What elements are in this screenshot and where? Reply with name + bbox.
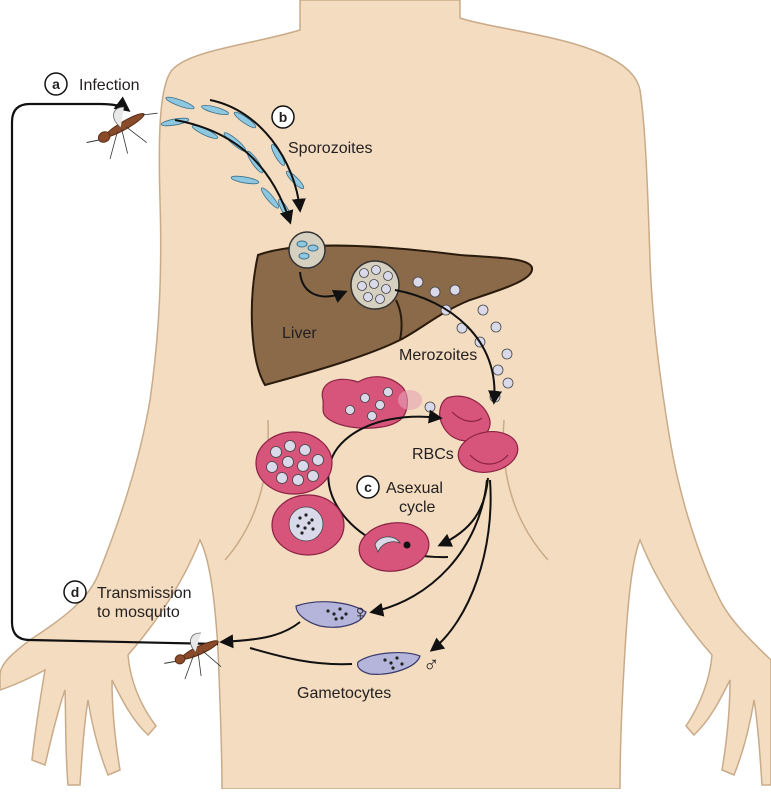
red-blood-cell bbox=[439, 395, 491, 442]
step-badge-c: c bbox=[356, 475, 380, 499]
label-sporozoites: Sporozoites bbox=[288, 140, 373, 157]
schizont-rbc bbox=[255, 431, 333, 495]
mosquito-icon bbox=[164, 632, 222, 680]
ring-stage-rbc bbox=[358, 522, 430, 572]
label-cycle: cycle bbox=[399, 499, 436, 516]
liver-development-arrow bbox=[299, 271, 348, 303]
female-symbol-icon: ♀ bbox=[352, 600, 369, 625]
label-to-mosquito: to mosquito bbox=[97, 604, 180, 621]
liver-schizont bbox=[350, 260, 400, 310]
step-badge-d: d bbox=[63, 580, 87, 604]
liver-shape bbox=[250, 244, 533, 387]
mosquito-icon bbox=[86, 106, 158, 160]
label-rbcs: RBCs bbox=[412, 446, 454, 463]
step-badge-b: b bbox=[271, 105, 295, 129]
merozoites-arrow bbox=[394, 289, 503, 405]
label-infection: Infection bbox=[79, 77, 139, 94]
label-gametocytes: Gametocytes bbox=[297, 685, 391, 702]
gametocyte-to-mosquito-arrow bbox=[219, 621, 301, 649]
gametocyte-arrow bbox=[429, 479, 492, 652]
svg-text:b: b bbox=[279, 109, 288, 125]
rupturing-rbc bbox=[321, 376, 422, 429]
red-blood-cell bbox=[457, 431, 519, 473]
transmission-loop-arrow bbox=[10, 96, 219, 646]
label-transmission: Transmission bbox=[97, 585, 192, 602]
torso-contour bbox=[224, 419, 269, 561]
svg-text:a: a bbox=[52, 76, 60, 92]
label-liver: Liver bbox=[282, 325, 317, 342]
liver-lobe-line bbox=[395, 299, 403, 341]
svg-text:d: d bbox=[71, 584, 80, 600]
label-asexual: Asexual bbox=[386, 480, 443, 497]
label-merozoites: Merozoites bbox=[399, 347, 477, 364]
sporozoites-arrow bbox=[174, 119, 294, 225]
sporozoites-cluster bbox=[160, 96, 305, 221]
trophozoite-rbc bbox=[271, 494, 345, 556]
male-symbol-icon: ♂ bbox=[423, 652, 440, 677]
gametocyte-arrow bbox=[369, 479, 488, 617]
svg-text:c: c bbox=[364, 479, 372, 495]
gametocyte-to-mosquito-arrow bbox=[249, 647, 353, 666]
step-badge-a: a bbox=[44, 72, 68, 96]
male-gametocyte bbox=[357, 652, 421, 675]
infected-hepatocyte bbox=[288, 231, 326, 269]
female-gametocyte bbox=[295, 601, 367, 628]
sporozoites-arrow bbox=[209, 99, 306, 213]
